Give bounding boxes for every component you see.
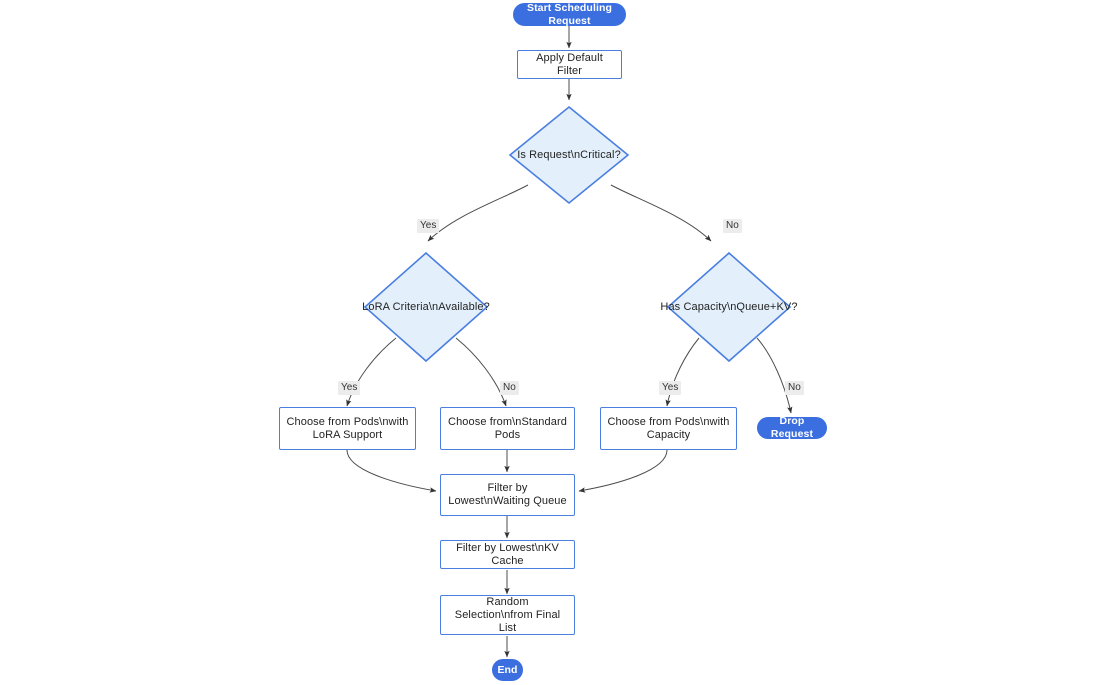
node-end[interactable]: End	[492, 659, 523, 681]
node-label-has-capacity-queue-kv[interactable]: Has Capacity\nQueue+KV?	[660, 300, 798, 313]
node-filter-by-lowest-waiting-queue[interactable]: Filter by Lowest\nWaiting Queue	[440, 474, 575, 516]
node-choose-standard-pods[interactable]: Choose from\nStandard Pods	[440, 407, 575, 450]
decision-shape-has-capacity	[666, 251, 792, 363]
node-label-lora-criteria-available[interactable]: LoRA Criteria\nAvailable?	[362, 300, 490, 313]
edge-label-lora-no: No	[500, 381, 519, 395]
node-choose-pods-with-lora-support[interactable]: Choose from Pods\nwith LoRA Support	[279, 407, 416, 450]
edge-label-capacity-no: No	[785, 381, 804, 395]
edge-label-lora-yes: Yes	[338, 381, 361, 395]
node-apply-default-filter[interactable]: Apply Default Filter	[517, 50, 622, 79]
edge-label-capacity-yes: Yes	[659, 381, 682, 395]
edge-label-critical-yes: Yes	[417, 219, 440, 233]
node-random-selection-from-final-list[interactable]: Random Selection\nfrom Final List	[440, 595, 575, 635]
node-start-scheduling-request[interactable]: Start Scheduling Request	[513, 2, 626, 27]
decision-shape-is-critical	[508, 105, 630, 205]
node-filter-by-lowest-kv-cache[interactable]: Filter by Lowest\nKV Cache	[440, 540, 575, 569]
node-label-is-request-critical[interactable]: Is Request\nCritical?	[517, 148, 621, 161]
edge-choose-lora-to-filter-queue	[346, 449, 437, 493]
edge-choose-capacity-to-filter-queue	[578, 449, 668, 493]
node-choose-pods-with-capacity[interactable]: Choose from Pods\nwith Capacity	[600, 407, 737, 450]
edge-label-critical-no: No	[723, 219, 742, 233]
node-drop-request[interactable]: Drop Request	[757, 415, 827, 440]
decision-shape-lora-criteria	[363, 251, 489, 363]
